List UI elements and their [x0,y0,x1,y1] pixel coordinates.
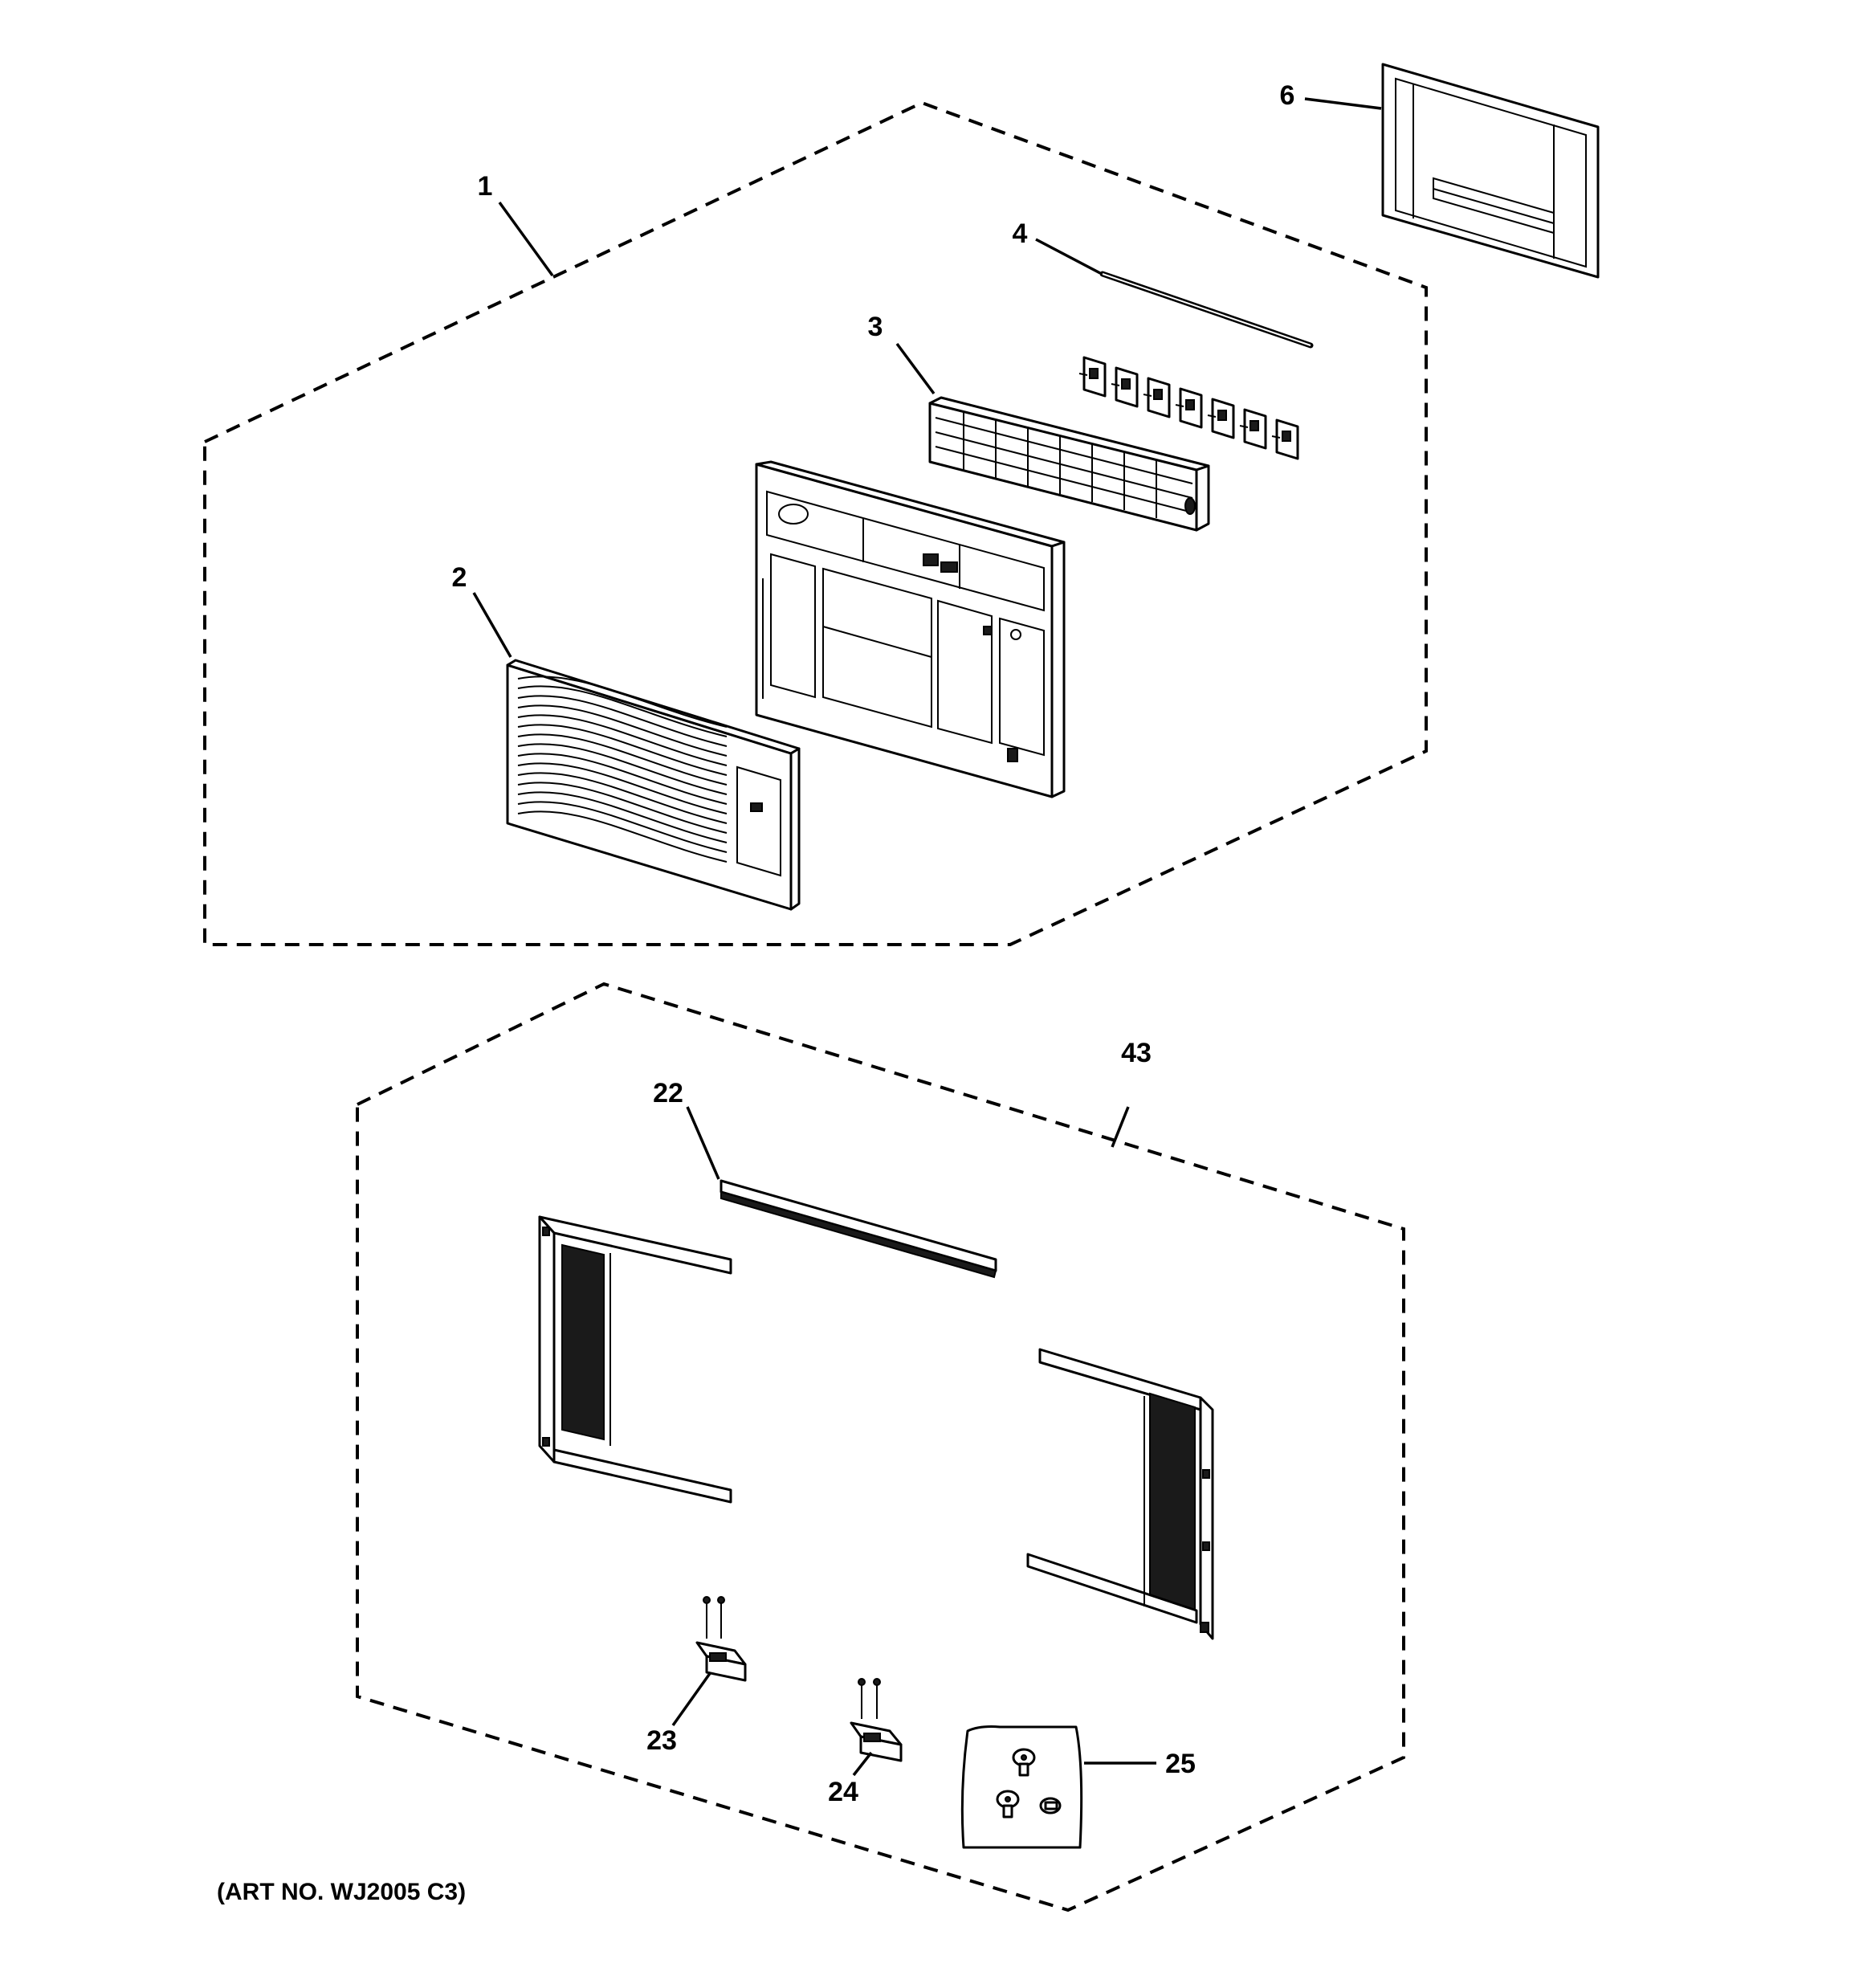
part-22-top-rail [720,1179,997,1279]
callout-25: 25 [1165,1749,1196,1779]
callout-2: 2 [452,562,467,593]
part-4-rod [1099,271,1314,349]
louver-clips [1078,356,1299,460]
part-25-screw-bag [960,1725,1083,1849]
assembly-43-boundary [356,982,1405,1912]
part-24-bracket [850,1678,903,1762]
callout-24: 24 [828,1777,858,1807]
part-2-front-grille [506,659,801,911]
callout-23: 23 [646,1725,677,1756]
part-23-bracket [695,1596,747,1682]
callout-6: 6 [1280,80,1295,111]
assembly-1-boundary [203,100,1428,946]
art-number-caption: (ART NO. WJ2005 C3) [217,1879,466,1905]
callout-43: 43 [1121,1038,1152,1068]
callout-4: 4 [1013,218,1028,249]
callout-22: 22 [653,1078,683,1108]
part-6-frame [1381,63,1600,279]
front-case [755,460,1066,798]
callout-1: 1 [478,171,493,202]
right-side-panel [1026,1348,1214,1640]
left-side-panel [538,1215,732,1504]
part-3-louver-bar [928,396,1210,532]
leader-lines [472,97,1382,1777]
callout-3: 3 [868,312,883,342]
